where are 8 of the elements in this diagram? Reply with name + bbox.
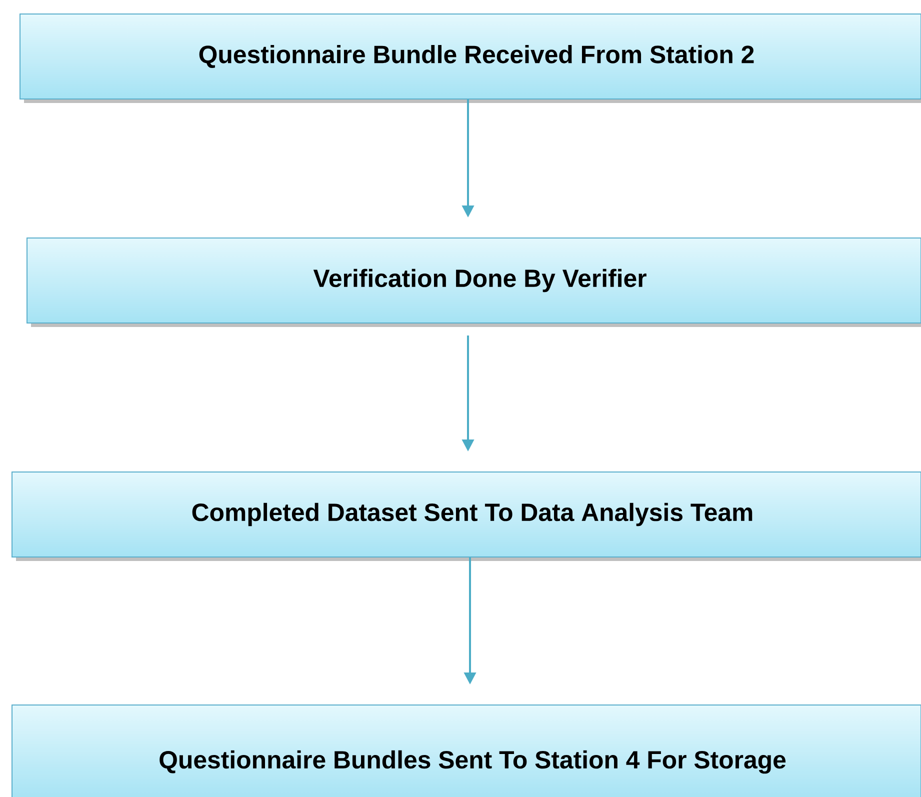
box-label: Questionnaire Bundle Received From Station 2: [199, 45, 754, 68]
box-label: Completed Dataset Sent To Data Analysis Team: [192, 502, 752, 526]
process-box: [12, 472, 921, 558]
process-box: [26, 238, 921, 324]
process-box: [12, 704, 921, 797]
process-box: [20, 14, 921, 100]
box-label: Questionnaire Bundles Sent To Station 4 For Storage: [160, 750, 786, 774]
box-label: Verification Done By Verifier: [313, 268, 646, 292]
